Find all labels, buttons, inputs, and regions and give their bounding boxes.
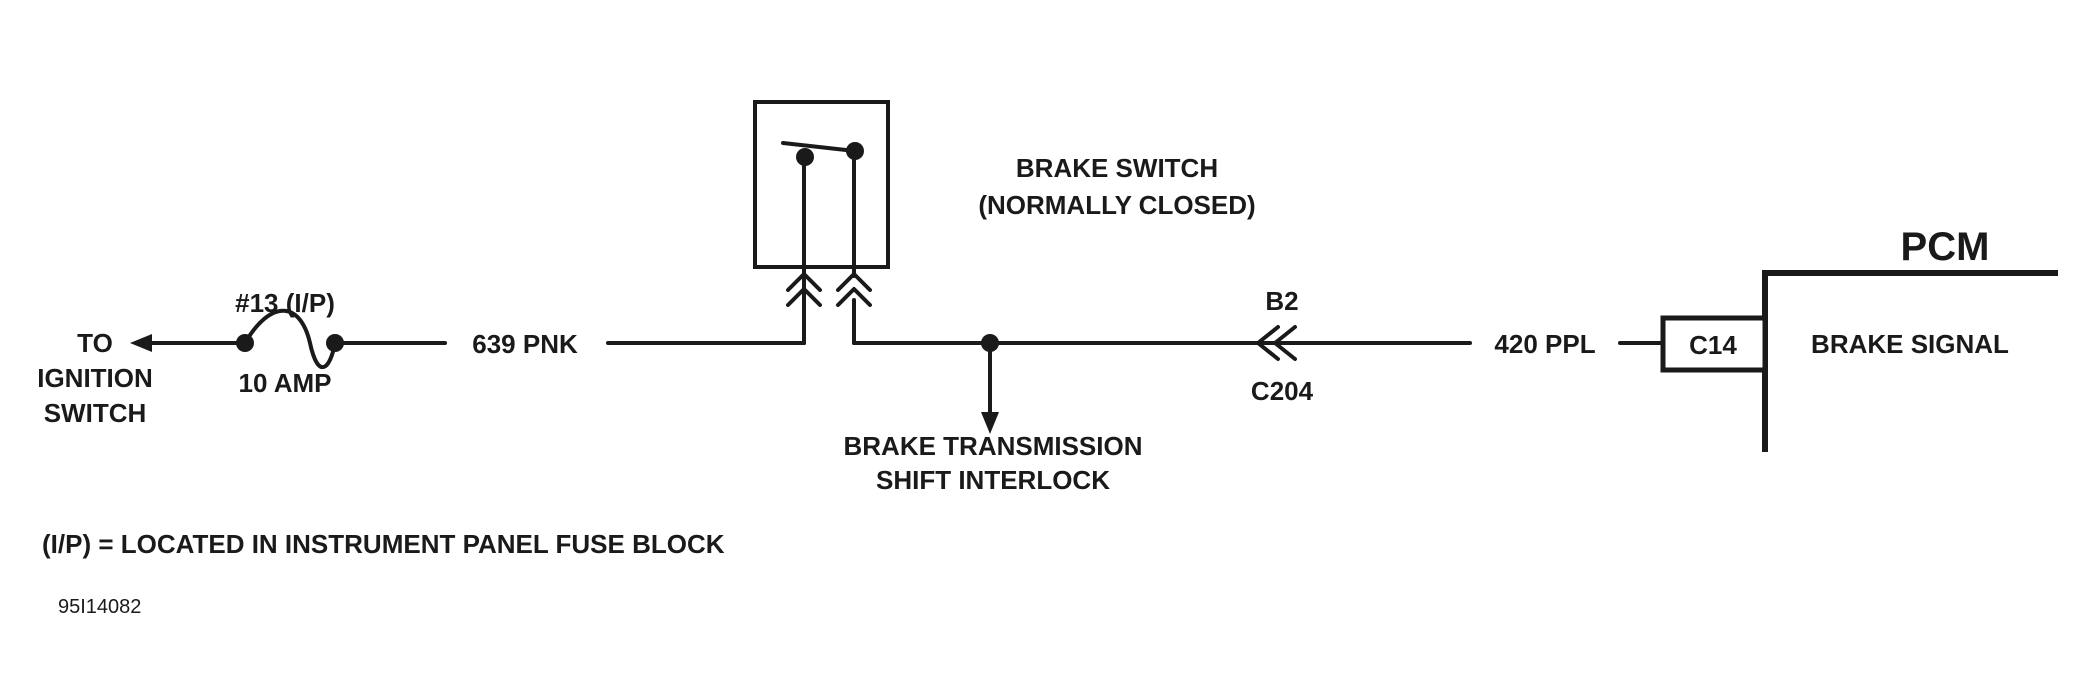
btsi-label-1: BRAKE TRANSMISSION <box>843 431 1142 461</box>
pcm-connector-box <box>1660 315 1768 373</box>
wire-639-label: 639 PNK <box>472 329 578 359</box>
pcm-connector-label: C14 <box>1689 330 1737 360</box>
pcm-title: PCM <box>1901 225 1990 269</box>
pcm-outline <box>1762 270 2058 452</box>
pcm-signal-label: BRAKE SIGNAL <box>1811 329 2009 359</box>
ignition-arrow <box>130 334 240 352</box>
brake-switch-symbol <box>753 100 890 345</box>
brake-switch-label-2: (NORMALLY CLOSED) <box>978 190 1255 220</box>
btsi-label-2: SHIFT INTERLOCK <box>876 465 1110 495</box>
to-ignition-label-3: SWITCH <box>44 398 147 428</box>
figure-id: 95I14082 <box>58 596 141 618</box>
connector-pin-label: B2 <box>1265 286 1298 316</box>
fuse-rating-label: 10 AMP <box>239 368 332 398</box>
fuse-id-label: #13 (I/P) <box>235 288 335 318</box>
btsi-arrow <box>981 341 999 434</box>
c204-connector-symbol <box>1256 325 1297 361</box>
brake-switch-label-1: BRAKE SWITCH <box>1016 153 1218 183</box>
to-ignition-label-2: IGNITION <box>37 363 153 393</box>
fuse-symbol <box>236 308 344 370</box>
wire-420-label: 420 PPL <box>1494 329 1595 359</box>
legend-note: (I/P) = LOCATED IN INSTRUMENT PANEL FUSE… <box>42 529 725 559</box>
connector-id-label: C204 <box>1251 376 1314 406</box>
to-ignition-label-1: TO <box>77 328 113 358</box>
